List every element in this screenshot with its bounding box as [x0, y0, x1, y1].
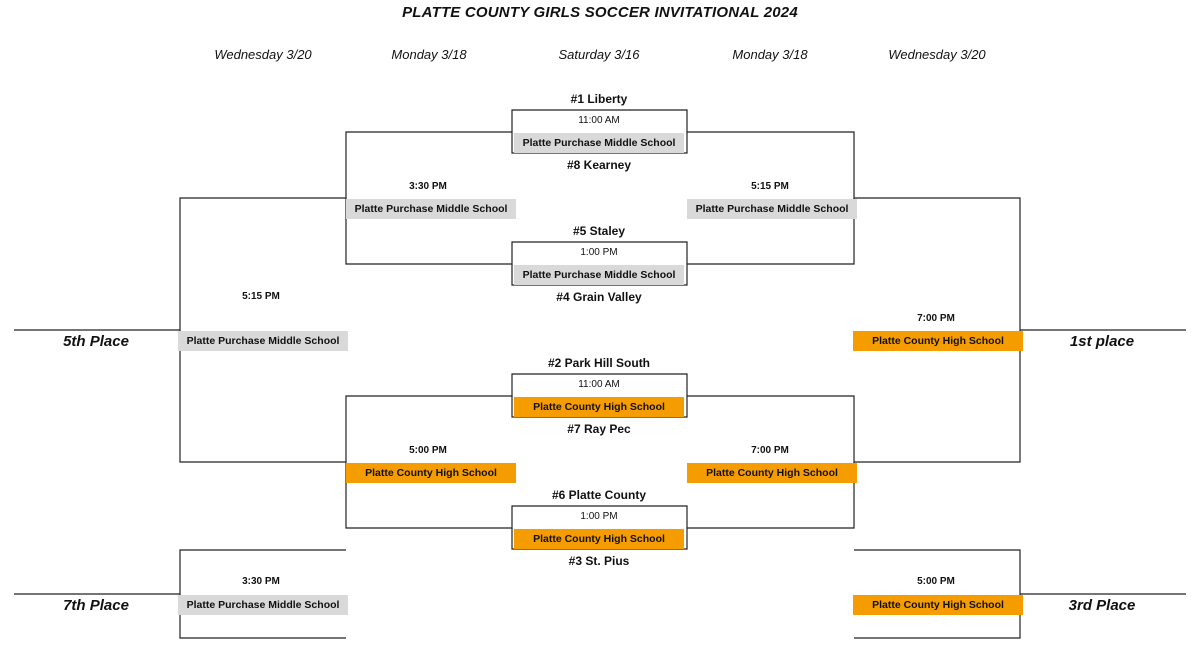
bracket-line-fifth [179, 197, 346, 463]
bracket-line-first [854, 197, 1021, 463]
game-venue-third: Platte County High School [853, 595, 1023, 615]
game-venue-fifth: Platte Purchase Middle School [178, 331, 348, 351]
day-header-1: Wednesday 3/20 [214, 47, 312, 62]
bracket-line-third [854, 549, 1021, 639]
bracket-box-q2 [511, 241, 688, 286]
day-header-4: Monday 3/18 [732, 47, 808, 62]
game-time-seventh: 3:30 PM [242, 576, 280, 587]
seed-6: #6 Platte County [551, 488, 647, 502]
game-time-third: 5:00 PM [917, 576, 955, 587]
game-time-q1: 11:00 AM [578, 115, 620, 126]
seed-4: #4 Grain Valley [556, 290, 642, 304]
bracket-box-q1 [511, 109, 688, 154]
bracket-box-q4 [511, 505, 688, 550]
day-header-5: Wednesday 3/20 [888, 47, 986, 62]
day-header-3: Saturday 3/16 [558, 47, 640, 62]
seed-2: #2 Park Hill South [547, 356, 651, 370]
bracket-line-right-top [687, 131, 855, 265]
game-venue-q4: Platte County High School [514, 529, 684, 549]
bracket-line-left-bot [345, 395, 512, 529]
place-label-fifth: 5th Place [63, 333, 129, 350]
game-venue-first: Platte County High School [853, 331, 1023, 351]
game-venue-cons-top: Platte Purchase Middle School [346, 199, 516, 219]
place-label-first: 1st place [1069, 333, 1135, 350]
seed-5: #5 Staley [572, 224, 626, 238]
page-title: PLATTE COUNTY GIRLS SOCCER INVITATIONAL … [402, 4, 798, 21]
game-venue-q2: Platte Purchase Middle School [514, 265, 684, 285]
place-label-seventh: 7th Place [63, 597, 129, 614]
game-time-fifth: 5:15 PM [242, 291, 280, 302]
bracket-box-q3 [511, 373, 688, 418]
game-time-q4: 1:00 PM [580, 511, 618, 522]
game-venue-semi-top: Platte Purchase Middle School [687, 199, 857, 219]
game-time-q2: 1:00 PM [580, 247, 618, 258]
game-venue-q1: Platte Purchase Middle School [514, 133, 684, 153]
game-venue-q3: Platte County High School [514, 397, 684, 417]
game-venue-seventh: Platte Purchase Middle School [178, 595, 348, 615]
game-venue-semi-bot: Platte County High School [687, 463, 857, 483]
seed-3: #3 St. Pius [568, 554, 630, 568]
day-header-2: Monday 3/18 [391, 47, 467, 62]
bracket-line-left-top [345, 131, 512, 265]
game-time-cons-top: 3:30 PM [409, 181, 447, 192]
bracket-line-seventh [179, 549, 346, 639]
seed-8: #8 Kearney [566, 158, 632, 172]
seed-1: #1 Liberty [570, 92, 628, 106]
place-label-third: 3rd Place [1068, 597, 1136, 614]
game-venue-cons-bot: Platte County High School [346, 463, 516, 483]
game-time-semi-top: 5:15 PM [751, 181, 789, 192]
bracket-line-right-bot [687, 395, 855, 529]
game-time-semi-bot: 7:00 PM [751, 445, 789, 456]
game-time-first: 7:00 PM [917, 313, 955, 324]
game-time-q3: 11:00 AM [578, 379, 620, 390]
game-time-cons-bot: 5:00 PM [409, 445, 447, 456]
seed-7: #7 Ray Pec [567, 422, 631, 436]
